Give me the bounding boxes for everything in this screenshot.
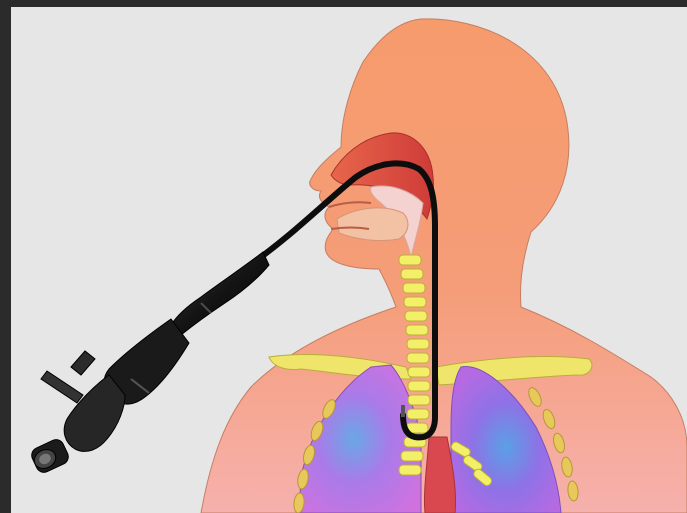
illustration-panel xyxy=(11,7,687,513)
endoscopy-illustration xyxy=(11,7,687,513)
